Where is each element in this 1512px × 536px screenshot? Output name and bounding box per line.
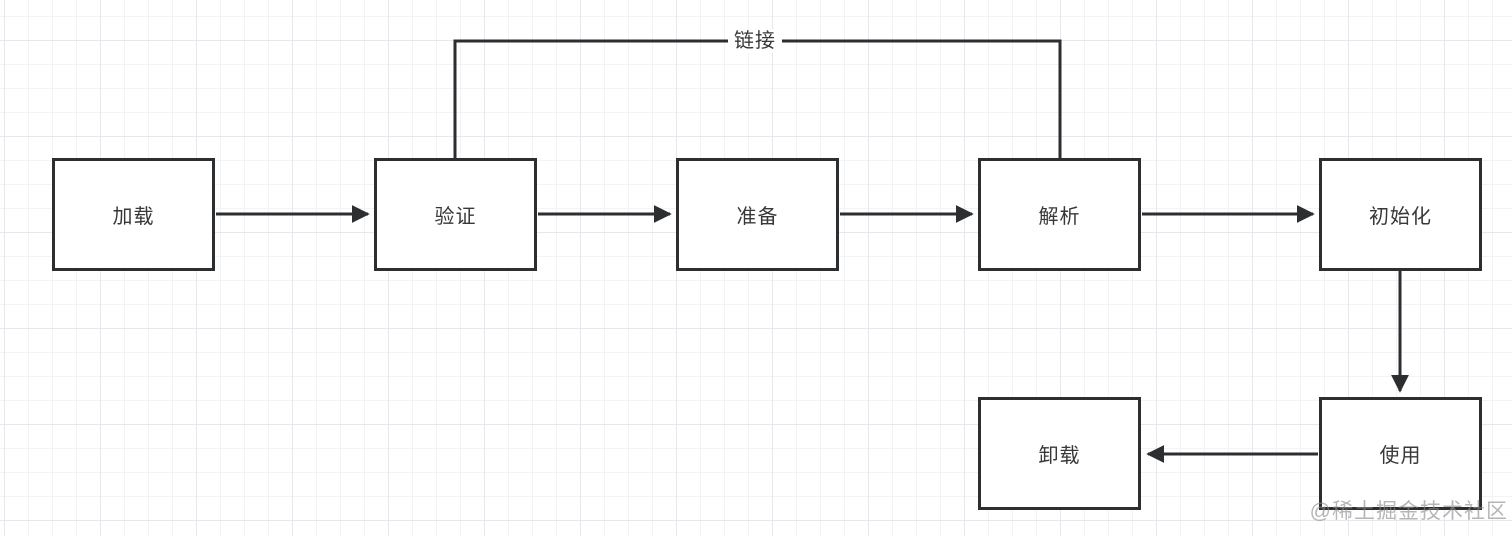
node-unload: 卸载 [978, 397, 1141, 510]
watermark: @稀土掘金技术社区 [1309, 500, 1508, 523]
edge-link-bracket [453, 39, 1062, 158]
node-initialize: 初始化 [1319, 158, 1482, 271]
node-prepare: 准备 [676, 158, 839, 271]
node-use: 使用 [1319, 397, 1482, 510]
node-load: 加载 [52, 158, 215, 271]
node-resolve: 解析 [978, 158, 1141, 271]
node-verify: 验证 [374, 158, 537, 271]
link-label: 链接 [728, 29, 782, 53]
